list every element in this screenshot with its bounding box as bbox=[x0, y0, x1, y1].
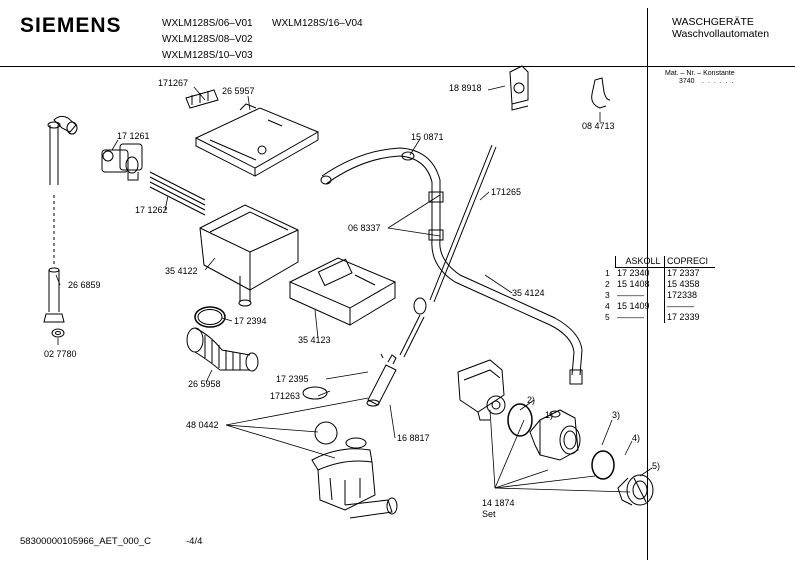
model-number: WXLM128S/08–V02 bbox=[162, 34, 253, 45]
sump-housing bbox=[311, 421, 398, 519]
pressure-tube bbox=[399, 144, 497, 358]
askoll-part: 17 2340 bbox=[617, 268, 650, 278]
callout-label: 4) bbox=[632, 433, 641, 443]
leader-lines bbox=[55, 85, 653, 493]
drain-hose-vertical bbox=[43, 115, 78, 338]
part-label: 08 4713 bbox=[582, 121, 615, 131]
category-subtitle: Waschvollautomaten bbox=[672, 28, 770, 40]
drain-pump bbox=[457, 359, 506, 421]
filter-cap bbox=[617, 474, 654, 506]
row-number: 1 bbox=[605, 267, 610, 278]
part-label: 171267 bbox=[158, 78, 189, 88]
part-label: 171265 bbox=[491, 187, 522, 197]
copreci-part: ——— bbox=[664, 301, 715, 312]
table-row: 5 ——— 17 2339 bbox=[604, 312, 715, 323]
ring-seal bbox=[302, 386, 328, 400]
material-number-label: Mat. – Nr. – Konstante bbox=[665, 70, 735, 77]
part-label: 171263 bbox=[270, 391, 301, 401]
table-row: 4 15 1409 ——— bbox=[604, 301, 715, 312]
copreci-part: 172338 bbox=[664, 290, 715, 301]
copreci-part: 17 2339 bbox=[664, 312, 715, 323]
table-row: 3 ——— 172338 bbox=[604, 290, 715, 301]
part-label: 35 4123 bbox=[298, 335, 331, 345]
part-label: 18 8918 bbox=[449, 83, 482, 93]
askoll-part: 15 1408 bbox=[617, 279, 650, 289]
askoll-part: 15 1409 bbox=[617, 301, 650, 311]
table-row: 1 17 2340 17 2337 bbox=[604, 267, 715, 279]
category-title: WASCHGERÄTE bbox=[672, 16, 754, 28]
connector-clip bbox=[185, 89, 219, 109]
part-label: 06 8337 bbox=[348, 223, 381, 233]
detergent-drawer bbox=[288, 257, 397, 326]
pump-gasket bbox=[507, 403, 533, 437]
part-label: 15 0871 bbox=[411, 132, 444, 142]
table-header-copreci: COPRECI bbox=[664, 256, 715, 268]
header-divider-horizontal bbox=[0, 66, 795, 67]
part-label: 35 4124 bbox=[512, 288, 545, 298]
askoll-part: ——— bbox=[617, 290, 644, 300]
callout-label: 3) bbox=[612, 410, 621, 420]
part-label: 02 7780 bbox=[44, 349, 77, 359]
copreci-part: 15 4358 bbox=[664, 279, 715, 290]
row-number: 2 bbox=[605, 279, 610, 289]
part-label: 35 4122 bbox=[165, 266, 198, 276]
copreci-part: 17 2337 bbox=[664, 267, 715, 279]
part-label: 26 6859 bbox=[68, 280, 101, 290]
filter-tube bbox=[366, 353, 397, 407]
ring-gasket bbox=[194, 306, 226, 328]
callout-label: 1) bbox=[545, 410, 554, 420]
askoll-part: ——— bbox=[617, 312, 644, 322]
document-id: 58300000105966_AET_000_C bbox=[20, 536, 152, 547]
part-label: 17 2394 bbox=[234, 316, 267, 326]
part-label: 26 5958 bbox=[188, 379, 221, 389]
model-number: WXLM128S/16–V04 bbox=[272, 18, 363, 29]
material-dots: ...... bbox=[702, 78, 738, 85]
page-number: -4/4 bbox=[186, 536, 203, 547]
detergent-drawer-top bbox=[194, 103, 320, 177]
row-number: 4 bbox=[605, 301, 610, 311]
hose-clip bbox=[591, 77, 611, 109]
part-label: 17 2395 bbox=[276, 374, 309, 384]
callout-label: 5) bbox=[652, 461, 661, 471]
row-number: 3 bbox=[605, 290, 610, 300]
water-valve bbox=[101, 143, 143, 181]
part-label: 17 1262 bbox=[135, 205, 168, 215]
dispenser-housing bbox=[199, 204, 299, 307]
part-label: 16 8817 bbox=[397, 433, 430, 443]
drain-hose-long bbox=[320, 147, 583, 385]
part-label-set: Set bbox=[482, 509, 496, 519]
pressure-switch bbox=[509, 65, 529, 111]
table-header-row: ASKOLL COPRECI bbox=[604, 256, 715, 268]
rods bbox=[149, 171, 206, 216]
material-number-value: 3740 bbox=[679, 78, 695, 85]
part-label: 17 1261 bbox=[117, 131, 150, 141]
parts-table: ASKOLL COPRECI 1 17 2340 17 2337 2 15 14… bbox=[604, 256, 715, 323]
table-row: 2 15 1408 15 4358 bbox=[604, 279, 715, 290]
row-number: 5 bbox=[605, 312, 610, 322]
part-label: 26 5957 bbox=[222, 86, 255, 96]
pump-housing bbox=[529, 409, 581, 461]
part-label: 48 0442 bbox=[186, 420, 219, 430]
brand-logo: SIEMENS bbox=[20, 14, 122, 37]
callout-label: 2) bbox=[527, 395, 536, 405]
table-header-askoll: ASKOLL bbox=[614, 256, 665, 268]
bellows-hose bbox=[186, 327, 259, 372]
filter-gasket bbox=[591, 450, 615, 480]
part-label: 14 1874 bbox=[482, 498, 515, 508]
header-divider-vertical bbox=[647, 8, 648, 560]
model-number: WXLM128S/10–V03 bbox=[162, 50, 253, 61]
model-number: WXLM128S/06–V01 bbox=[162, 18, 253, 29]
